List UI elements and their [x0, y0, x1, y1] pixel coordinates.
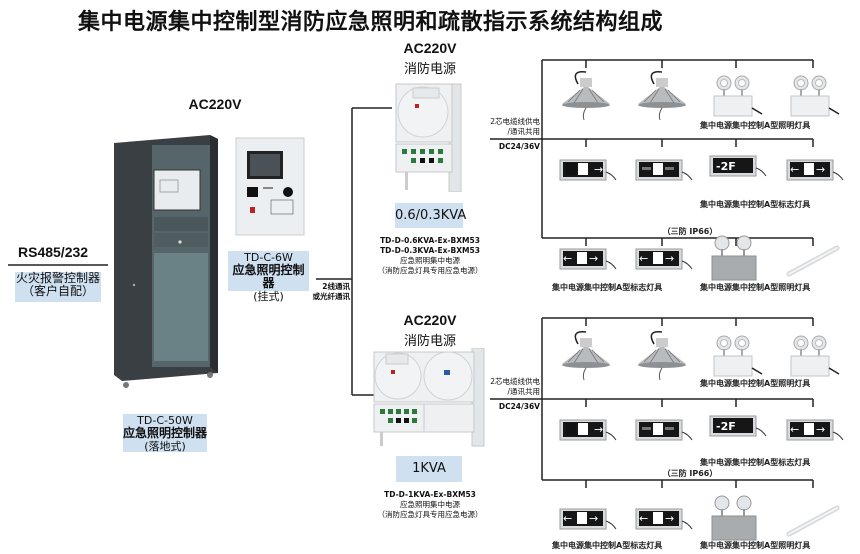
ps1-label: 消防电源	[403, 62, 456, 77]
lowbay-lamp-icon	[562, 331, 610, 381]
ps2-capacity-box: 1KVA	[396, 456, 462, 482]
twin-head-emergency-light-icon	[790, 335, 840, 377]
fixture-caption: 集中电源集中控制A型标志灯具	[552, 541, 663, 550]
exit-sign-icon: →	[559, 419, 617, 441]
arrow-right-icon: →	[816, 163, 825, 176]
twin-head-emergency-light-icon	[713, 75, 763, 117]
bus2-protection-label: （三防 IP66）	[662, 469, 718, 478]
arrow-left-icon: ←	[790, 423, 799, 436]
twin-head-emergency-light-icon	[713, 335, 763, 377]
exit-sign-icon: -2F	[709, 155, 767, 177]
bus2-cable-label: 2芯电缆线供电 /通讯共用	[490, 377, 540, 396]
wall-controller-box: TD-C-6W 应急照明控制器 (挂式)	[228, 251, 309, 303]
wall-controller-image	[235, 137, 307, 237]
bus2-voltage-label: DC24/36V	[498, 402, 540, 411]
protocol-label: RS485/232	[18, 244, 89, 260]
floor-controller-type: (落地式)	[144, 440, 186, 453]
lowbay-lamp-icon	[638, 331, 686, 381]
arrow-right-icon: →	[816, 423, 825, 436]
bus1-voltage-label: DC24/36V	[498, 142, 540, 151]
fixture-caption: 集中电源集中控制A型标志灯具	[552, 283, 663, 292]
exit-sign-icon: -2F	[709, 415, 767, 437]
exit-sign-icon: →	[559, 159, 617, 181]
arrow-left-icon: ←	[563, 512, 572, 525]
wall-controller-type: (挂式)	[253, 290, 284, 303]
wall-controller-model: TD-C-6W	[244, 251, 293, 264]
ps2-device-image	[372, 347, 488, 448]
fire-alarm-name: 火灾报警控制器	[15, 271, 100, 285]
stainless-twin-head-light-icon	[711, 495, 757, 541]
wall-controller-name: 应急照明控制器	[232, 263, 305, 290]
ps2-description: TD-D-1KVA-Ex-BXM53 应急照明集中电源 （消防应急灯具专用应急电…	[377, 490, 483, 519]
ps2-label: 消防电源	[403, 334, 456, 349]
tube-light-icon	[786, 245, 840, 277]
ps1-power: AC220V	[403, 40, 457, 56]
arrow-right-icon: →	[594, 163, 603, 176]
lowbay-lamp-icon	[638, 71, 686, 121]
arrow-left-icon: ←	[639, 252, 648, 265]
fire-alarm-controller-box: 火灾报警控制器 （客户自配）	[15, 272, 101, 302]
exit-sign-icon: ←→	[786, 419, 844, 441]
fixture-caption: 集中电源集中控制A型照明灯具	[700, 541, 811, 550]
exit-sign-icon: ←→	[786, 159, 844, 181]
ps1-description: TD-D-0.6KVA-Ex-BXM53 TD-D-0.3KVA-Ex-BXM5…	[377, 236, 483, 275]
arrow-left-icon: ←	[639, 512, 648, 525]
floor-controller-model: TD-C-50W	[137, 414, 193, 427]
exit-sign-icon: ←→	[559, 248, 617, 270]
floor-number-icon: -2F	[716, 420, 736, 433]
lowbay-lamp-icon	[562, 71, 610, 121]
exit-sign-icon: ←→	[635, 508, 693, 530]
fire-alarm-note: （客户自配）	[21, 284, 94, 298]
ps2-power: AC220V	[403, 312, 457, 328]
comm-label: 2线通讯 或光纤通讯	[312, 282, 351, 301]
fixture-caption: 集中电源集中控制A型照明灯具	[700, 121, 811, 130]
bus-group-1	[490, 59, 814, 246]
arrow-left-icon: ←	[563, 252, 572, 265]
fixture-caption: 集中电源集中控制A型照明灯具	[700, 283, 811, 292]
arrow-right-icon: →	[594, 423, 603, 436]
bus1-cable-label: 2芯电缆线供电 /通讯共用	[490, 117, 540, 136]
floor-number-icon: -2F	[716, 160, 736, 173]
arrow-right-icon: →	[589, 252, 598, 265]
bus-group-2	[490, 317, 814, 488]
exit-sign-icon: ←→	[559, 508, 617, 530]
floor-controller-name: 应急照明控制器	[123, 426, 208, 440]
stainless-twin-head-light-icon	[711, 235, 757, 281]
arrow-left-icon: ←	[790, 163, 799, 176]
tube-light-icon	[786, 505, 840, 537]
ps1-device-image	[393, 80, 465, 193]
controller-power-label: AC220V	[188, 96, 242, 112]
floor-cabinet-image	[110, 135, 226, 395]
floor-controller-box: TD-C-50W 应急照明控制器 (落地式)	[123, 414, 208, 453]
exit-sign-icon	[635, 159, 693, 181]
arrow-right-icon: →	[589, 512, 598, 525]
exit-sign-icon	[635, 419, 693, 441]
fixture-caption: 集中电源集中控制A型标志灯具	[700, 458, 811, 467]
fixture-caption: 集中电源集中控制A型照明灯具	[700, 379, 811, 388]
arrow-right-icon: →	[665, 252, 674, 265]
exit-sign-icon: ←→	[635, 248, 693, 270]
bus1-protection-label: （三防 IP66）	[662, 227, 718, 236]
arrow-right-icon: →	[665, 512, 674, 525]
ps1-capacity-box: 0.6/0.3KVA	[395, 203, 466, 228]
page-title: 集中电源集中控制型消防应急照明和疏散指示系统结构组成	[78, 10, 664, 35]
fixture-caption: 集中电源集中控制A型标志灯具	[700, 200, 811, 209]
twin-head-emergency-light-icon	[790, 75, 840, 117]
